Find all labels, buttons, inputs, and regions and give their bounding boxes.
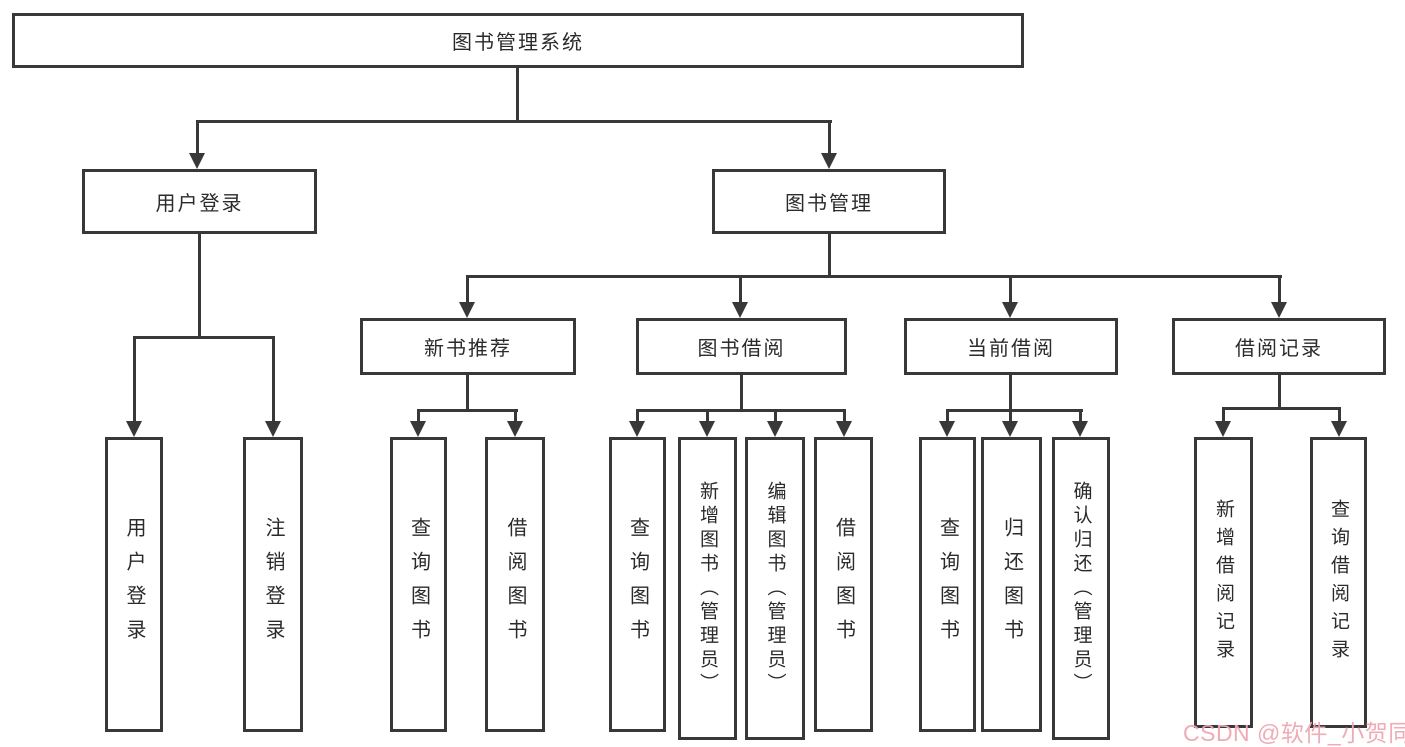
arrowhead-icon [1002, 421, 1018, 437]
leaf-user-login-label: 用户登录 [123, 516, 145, 653]
arrowhead-icon [1271, 302, 1287, 318]
connector-line [417, 409, 420, 421]
leaf-query-book-1: 查询图书 [390, 437, 447, 732]
connector-line [272, 336, 275, 421]
node-borrow-record: 借阅记录 [1172, 318, 1386, 375]
connector-line [1278, 275, 1281, 302]
leaf-confirm-return-admin-label: 确认归还（管理员） [1070, 480, 1092, 697]
leaf-query-book-1-label: 查询图书 [407, 516, 430, 653]
leaf-add-borrow-record: 新增借阅记录 [1194, 437, 1253, 728]
arrowhead-icon [265, 421, 281, 437]
node-new-book-recommend: 新书推荐 [360, 318, 576, 375]
leaf-query-book-2-label: 查询图书 [626, 516, 649, 653]
connector-line [1009, 275, 1012, 302]
connector-line [1222, 407, 1225, 421]
connector-line [196, 120, 832, 123]
node-book-borrow-label: 图书借阅 [697, 338, 786, 360]
node-root: 图书管理系统 [12, 13, 1024, 68]
leaf-borrow-book-1: 借阅图书 [485, 437, 545, 732]
connector-line [946, 409, 949, 421]
leaf-query-borrow-record-label: 查询借阅记录 [1328, 498, 1349, 667]
arrowhead-icon [1215, 421, 1231, 437]
arrowhead-icon [767, 421, 783, 437]
connector-line [514, 409, 517, 421]
arrowhead-icon [507, 421, 523, 437]
leaf-query-book-3: 查询图书 [919, 437, 976, 732]
connector-line [133, 336, 136, 421]
connector-line [740, 375, 743, 409]
connector-line [636, 409, 846, 412]
csdn-watermark: CSDN @软件_小贺同学 [1183, 720, 1405, 746]
arrowhead-icon [629, 421, 645, 437]
connector-line [1278, 375, 1281, 407]
connector-line [1009, 409, 1012, 421]
arrowhead-icon [126, 421, 142, 437]
connector-line [1009, 375, 1012, 409]
leaf-add-book-admin: 新增图书（管理员） [678, 437, 737, 740]
connector-line [828, 120, 831, 153]
node-current-borrow: 当前借阅 [904, 318, 1118, 375]
arrowhead-icon [189, 153, 205, 169]
leaf-edit-book-admin-label: 编辑图书（管理员） [764, 480, 786, 697]
leaf-user-login: 用户登录 [105, 437, 163, 732]
connector-line [774, 409, 777, 421]
leaf-add-book-admin-label: 新增图书（管理员） [697, 480, 718, 697]
leaf-borrow-book-1-label: 借阅图书 [504, 516, 526, 653]
leaf-logout: 注销登录 [243, 437, 303, 732]
connector-line [706, 409, 709, 421]
arrowhead-icon [459, 302, 475, 318]
leaf-borrow-book-2-label: 借阅图书 [832, 516, 855, 653]
node-user-login-label: 用户登录 [155, 193, 244, 215]
arrowhead-icon [732, 302, 748, 318]
connector-line [843, 409, 846, 421]
arrowhead-icon [836, 421, 852, 437]
connector-line [828, 234, 831, 275]
leaf-confirm-return-admin: 确认归还（管理员） [1052, 437, 1110, 740]
connector-line [466, 275, 1282, 278]
arrowhead-icon [1072, 421, 1088, 437]
node-current-borrow-label: 当前借阅 [967, 338, 1055, 360]
arrowhead-icon [939, 421, 955, 437]
connector-line [133, 336, 275, 339]
arrowhead-icon [821, 153, 837, 169]
node-book-management: 图书管理 [712, 169, 946, 234]
node-borrow-record-label: 借阅记录 [1235, 338, 1323, 360]
connector-line [739, 275, 742, 302]
leaf-query-book-2: 查询图书 [609, 437, 666, 732]
node-book-management-label: 图书管理 [785, 193, 873, 215]
leaf-borrow-book-2: 借阅图书 [814, 437, 873, 732]
leaf-return-book: 归还图书 [981, 437, 1042, 732]
node-root-label: 图书管理系统 [452, 32, 584, 54]
leaf-logout-label: 注销登录 [262, 516, 284, 653]
connector-line [1338, 407, 1341, 421]
connector-line [466, 375, 469, 409]
node-user-login: 用户登录 [82, 169, 317, 234]
node-book-borrow: 图书借阅 [636, 318, 847, 375]
arrowhead-icon [410, 421, 426, 437]
connector-line [516, 68, 519, 120]
leaf-query-book-3-label: 查询图书 [936, 516, 959, 653]
arrowhead-icon [1331, 421, 1347, 437]
arrowhead-icon [699, 421, 715, 437]
leaf-return-book-label: 归还图书 [1000, 516, 1023, 653]
arrowhead-icon [1002, 302, 1018, 318]
leaf-query-borrow-record: 查询借阅记录 [1310, 437, 1367, 728]
connector-line [466, 275, 469, 302]
leaf-edit-book-admin: 编辑图书（管理员） [745, 437, 805, 740]
connector-line [946, 409, 1083, 412]
node-new-book-recommend-label: 新书推荐 [424, 338, 512, 360]
connector-line [417, 409, 518, 412]
connector-line [636, 409, 639, 421]
connector-line [198, 234, 201, 336]
connector-line [1079, 409, 1082, 421]
leaf-add-borrow-record-label: 新增借阅记录 [1213, 498, 1234, 667]
connector-line [1222, 407, 1341, 410]
connector-line [196, 120, 199, 153]
